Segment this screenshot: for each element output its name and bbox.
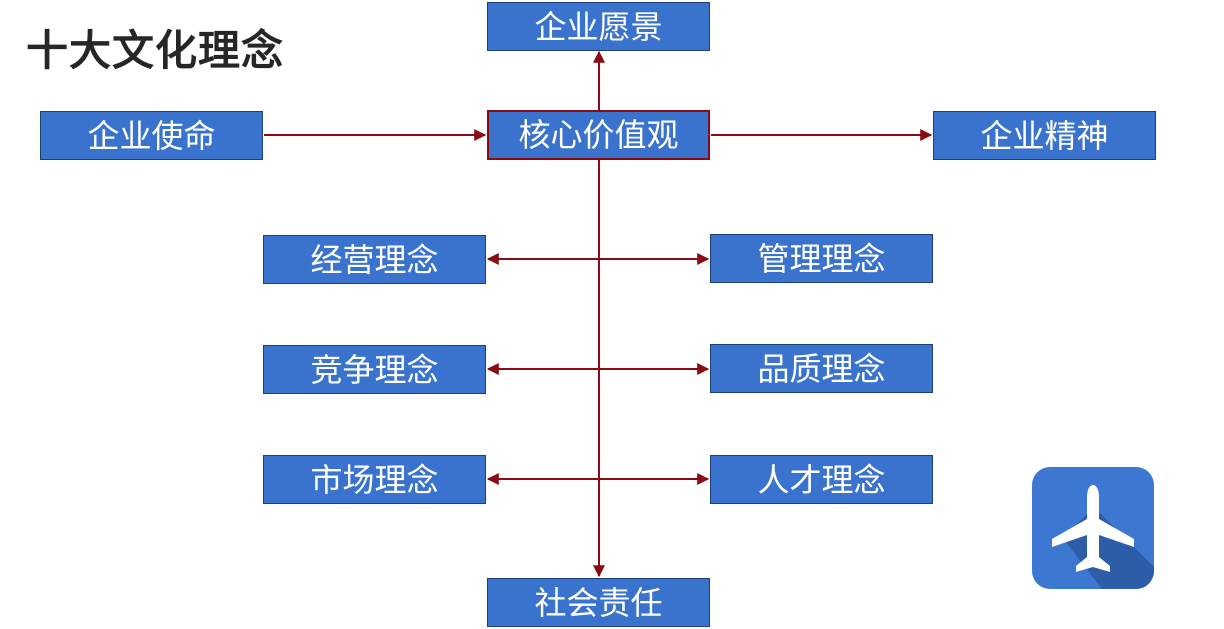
node-vision: 企业愿景	[487, 2, 710, 51]
node-core-values: 核心价值观	[487, 110, 710, 160]
node-talent-philosophy: 人才理念	[710, 455, 933, 504]
node-spirit: 企业精神	[933, 111, 1156, 160]
airplane-icon	[1032, 467, 1154, 589]
node-market-philosophy: 市场理念	[263, 455, 486, 504]
node-quality-philosophy: 品质理念	[710, 344, 933, 393]
node-competition-philosophy: 竞争理念	[263, 345, 486, 394]
node-management-philosophy: 管理理念	[710, 234, 933, 283]
node-business-philosophy: 经营理念	[263, 235, 486, 284]
node-social-responsibility: 社会责任	[487, 578, 710, 627]
page-title: 十大文化理念	[26, 26, 285, 75]
node-mission: 企业使命	[40, 111, 263, 160]
